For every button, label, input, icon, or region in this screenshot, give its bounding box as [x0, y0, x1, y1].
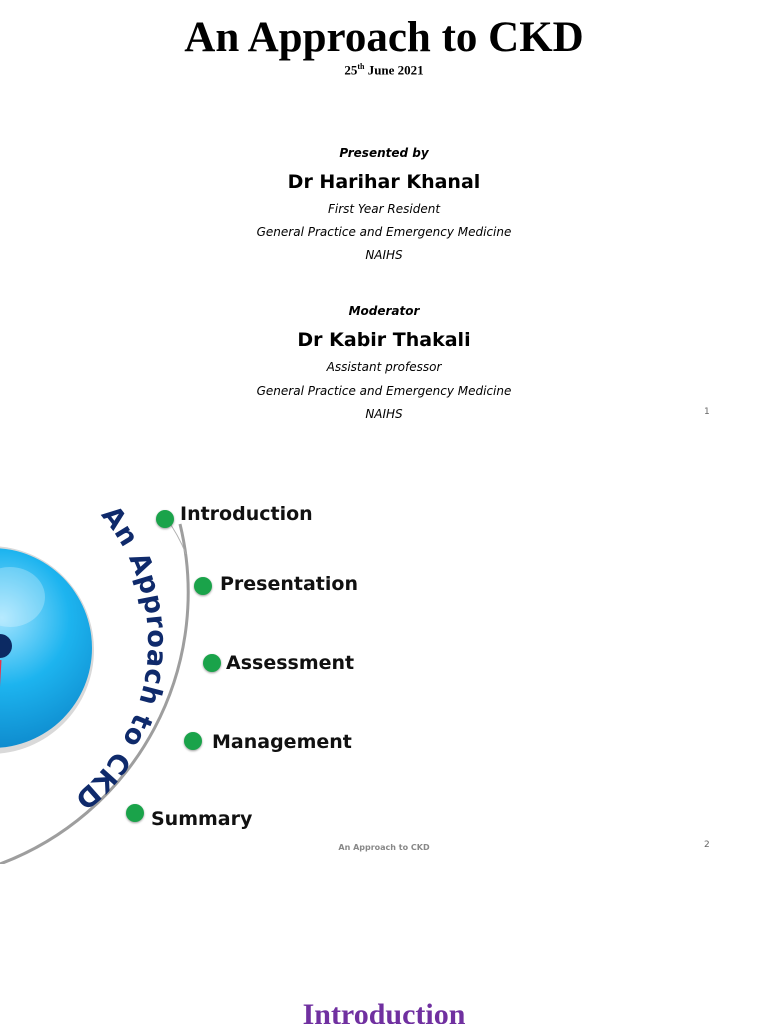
presenter-institution: NAIHS [365, 248, 403, 262]
slide-2: An Approach to CKD Introduction Presenta… [0, 432, 768, 864]
agenda-graphic: An Approach to CKD [0, 500, 190, 864]
presenter-role: First Year Resident [327, 202, 441, 216]
agenda-item-presentation[interactable]: Presentation [220, 573, 358, 595]
presented-by-label: Presented by [339, 146, 429, 160]
dot-icon [156, 510, 174, 528]
page-number: 1 [704, 407, 710, 417]
agenda-item-management[interactable]: Management [212, 731, 352, 753]
page-number: 2 [704, 840, 710, 850]
slide-3: Introduction [0, 864, 768, 1024]
moderator-name: Dr Kabir Thakali [297, 329, 471, 351]
sphere-node [0, 634, 12, 658]
moderator-label: Moderator [348, 304, 420, 318]
agenda-item-assessment[interactable]: Assessment [226, 652, 355, 674]
dot-icon [194, 577, 212, 595]
dot-icon [203, 654, 221, 672]
presentation-date: 25th June 2021 [344, 62, 424, 78]
dot-icon [184, 732, 202, 750]
presenter-name: Dr Harihar Khanal [287, 171, 481, 193]
sphere [0, 548, 92, 748]
dot-icon [126, 804, 144, 822]
slide-title: Introduction [302, 998, 466, 1024]
slide-footer: An Approach to CKD [338, 843, 430, 852]
agenda-item-summary[interactable]: Summary [151, 808, 253, 830]
moderator-department: General Practice and Emergency Medicine [256, 384, 512, 398]
presenter-department: General Practice and Emergency Medicine [256, 225, 512, 239]
slide-title: An Approach to CKD [184, 14, 584, 61]
agenda-item-introduction[interactable]: Introduction [180, 503, 313, 525]
moderator-role: Assistant professor [326, 360, 442, 374]
moderator-institution: NAIHS [365, 407, 403, 421]
agenda-arc [0, 523, 190, 864]
slide-1: An Approach to CKD 25th June 2021 Presen… [0, 0, 768, 432]
